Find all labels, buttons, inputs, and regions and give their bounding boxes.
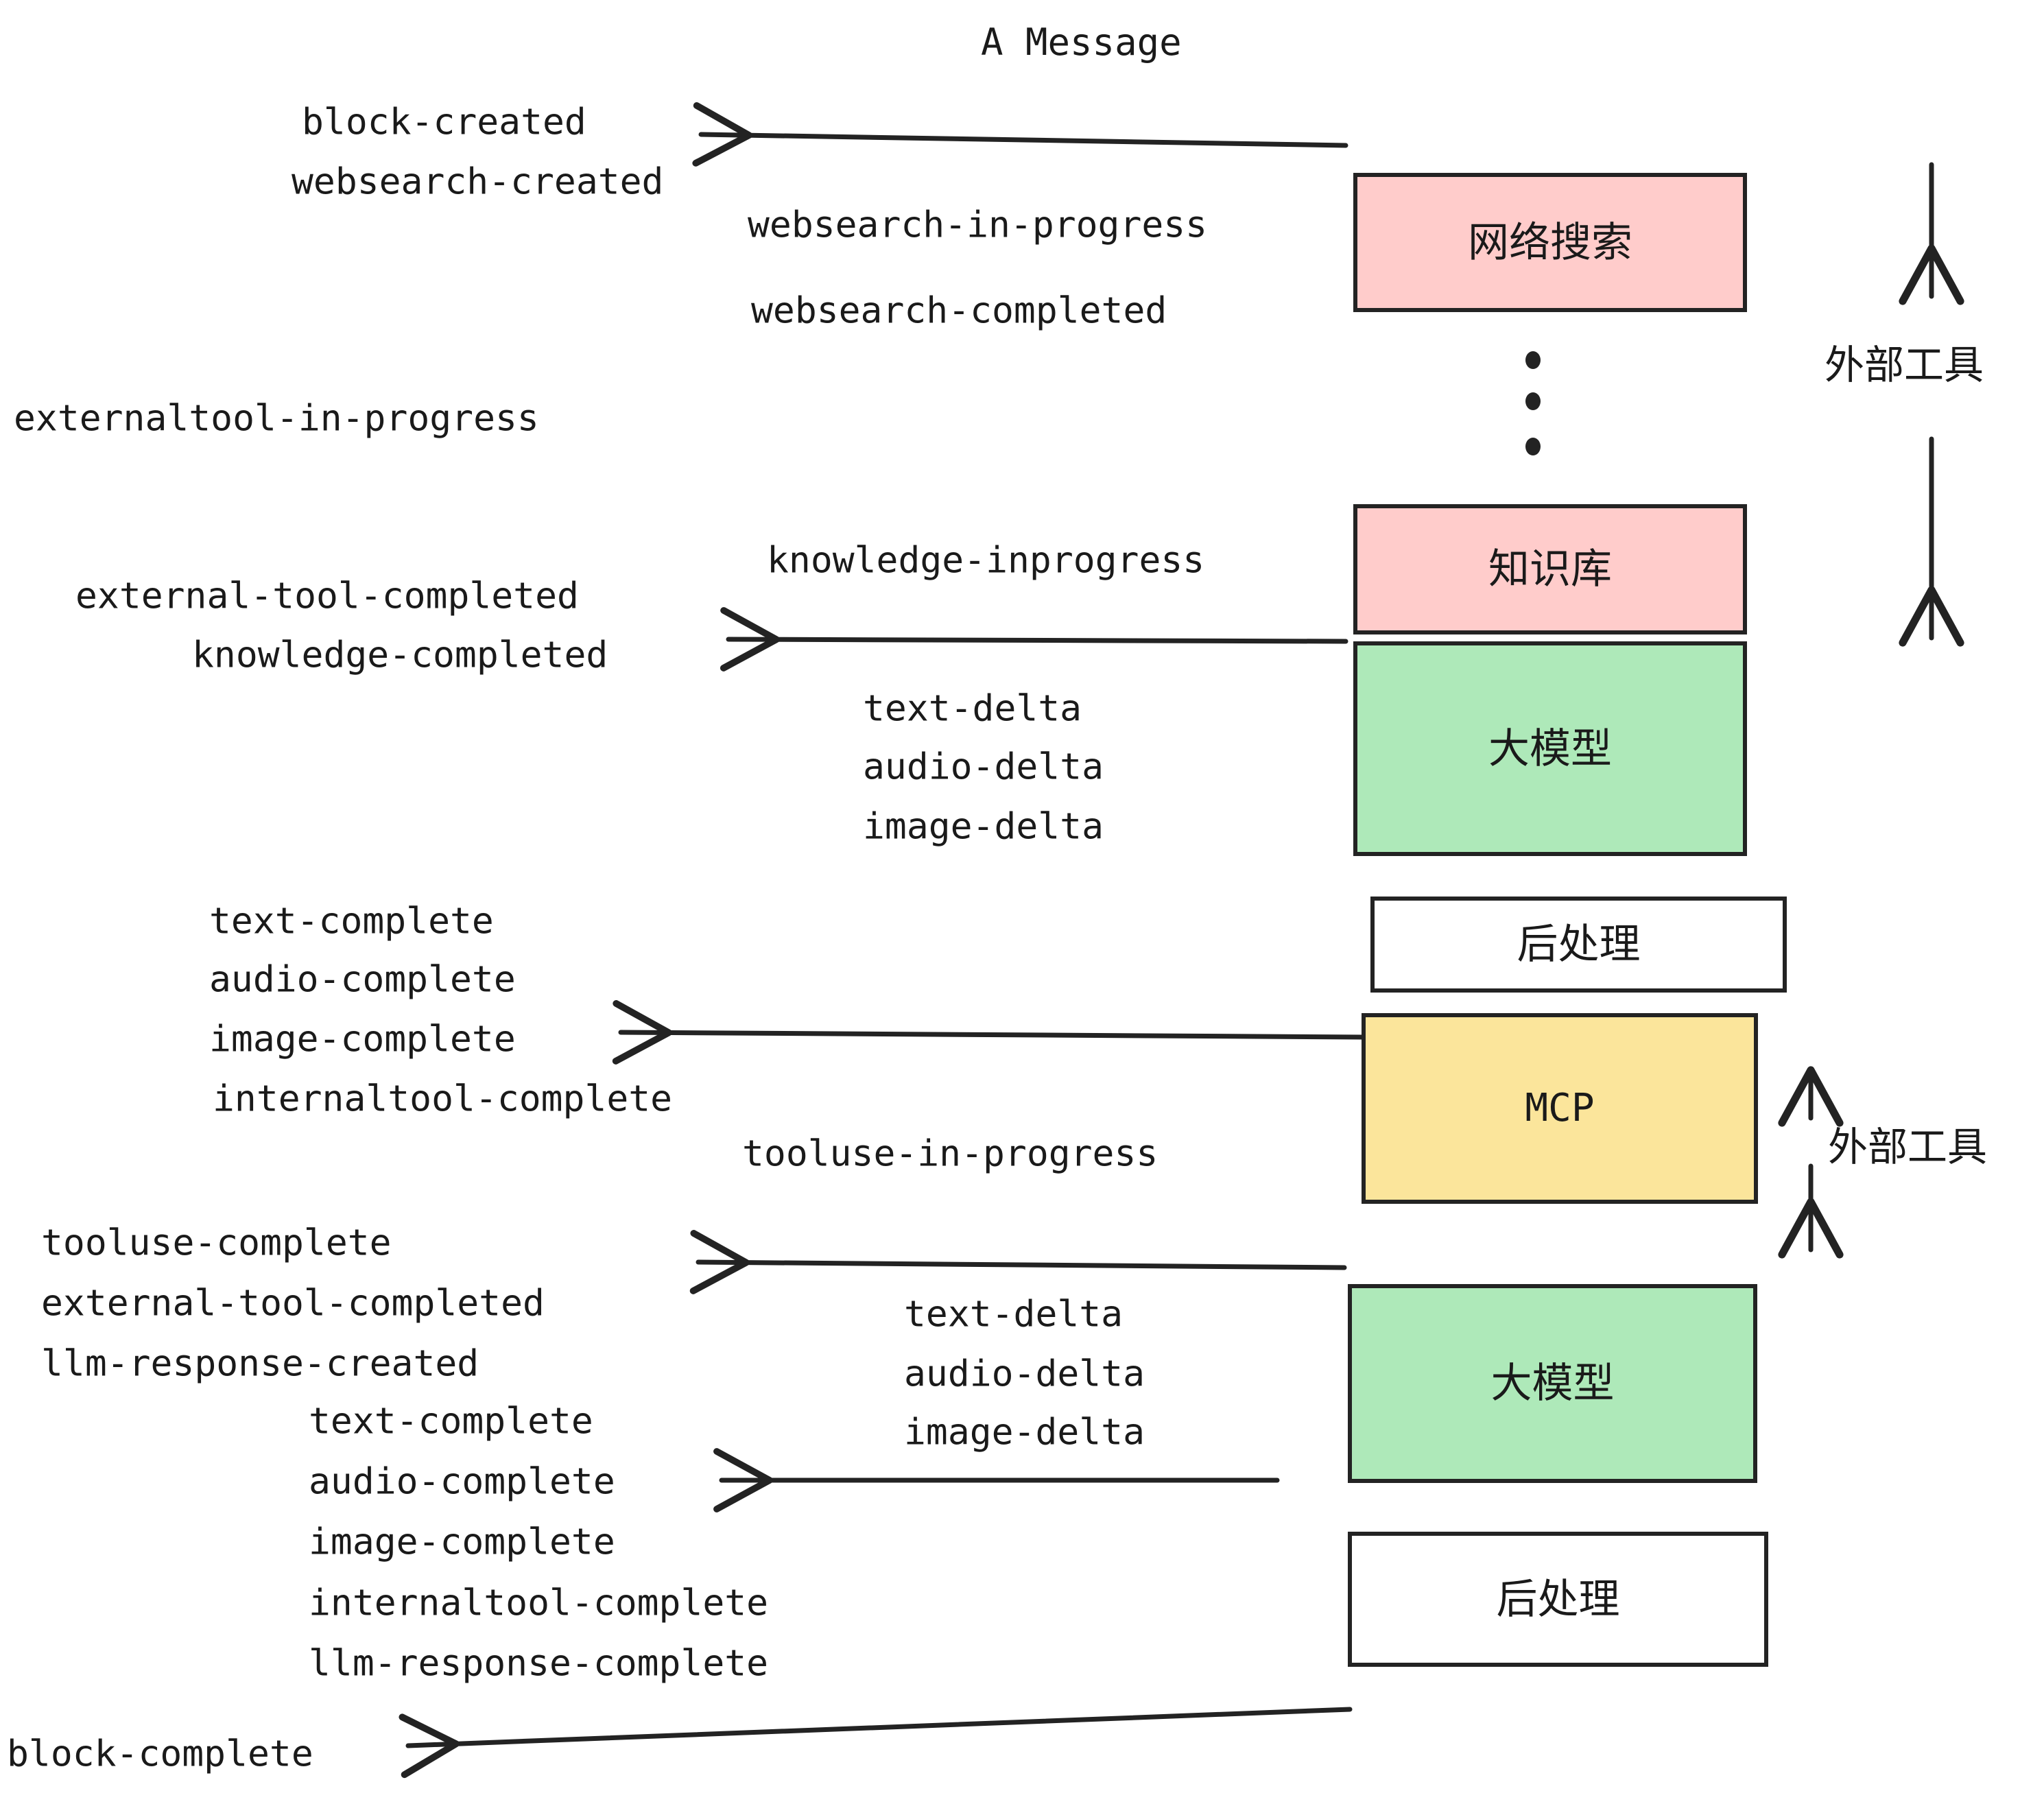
event-label-text-complete-2: text-complete — [309, 1400, 593, 1443]
event-label-websearch-in-progress: websearch-in-progress — [748, 204, 1208, 246]
ellipsis-dot-2 — [1525, 392, 1541, 410]
node-postprocess-2[interactable]: 后处理 — [1348, 1532, 1768, 1667]
event-label-websearch-created: websearch-created — [292, 161, 664, 203]
node-llm-2[interactable]: 大模型 — [1348, 1284, 1757, 1483]
node-websearch-label: 网络搜索 — [1468, 218, 1632, 267]
event-label-block-created: block-created — [302, 101, 586, 143]
event-label-external-tool-completed-1: external-tool-completed — [75, 575, 579, 617]
event-label-externaltool-in-progress: externaltool-in-progress — [14, 397, 539, 440]
node-mcp[interactable]: MCP — [1362, 1013, 1758, 1204]
event-label-knowledge-completed: knowledge-completed — [192, 634, 608, 676]
node-llm-1-label: 大模型 — [1488, 724, 1612, 773]
postprocess-done-arrow — [612, 1000, 1364, 1065]
knowledge-done-arrow — [720, 607, 1348, 672]
tooluse-done-arrow — [689, 1230, 1347, 1294]
external-tool-range-arrows — [1778, 162, 1964, 1259]
block-complete-arrow — [399, 1707, 1353, 1779]
event-label-text-delta-1: text-delta — [863, 687, 1082, 730]
event-label-audio-delta-1: audio-delta — [863, 746, 1104, 788]
ellipsis-dot-3 — [1525, 438, 1541, 455]
node-llm-2-label: 大模型 — [1490, 1360, 1615, 1408]
event-label-image-complete-1: image-complete — [209, 1018, 516, 1060]
event-label-block-complete: block-complete — [7, 1733, 313, 1775]
event-label-external-tool-completed-2: external-tool-completed — [41, 1282, 545, 1325]
event-label-internaltool-complete-1: internaltool-complete — [213, 1078, 673, 1120]
node-knowledge[interactable]: 知识库 — [1353, 504, 1747, 634]
event-label-audio-delta-2: audio-delta — [904, 1353, 1145, 1395]
ellipsis-dot-1 — [1525, 351, 1541, 369]
event-label-text-complete-1: text-complete — [209, 900, 494, 942]
event-label-audio-complete-2: audio-complete — [309, 1460, 615, 1503]
event-label-image-delta-1: image-delta — [863, 805, 1104, 848]
event-label-knowledge-inprogress: knowledge-inprogress — [767, 539, 1205, 582]
node-postprocess-2-label: 后处理 — [1496, 1575, 1620, 1624]
event-label-websearch-completed: websearch-completed — [751, 289, 1167, 332]
side-label-external-tool-bottom: 外部工具 — [1828, 1124, 1988, 1170]
event-label-text-delta-2: text-delta — [904, 1293, 1124, 1336]
event-label-llm-response-created: llm-response-created — [41, 1342, 479, 1385]
node-knowledge-label: 知识库 — [1488, 545, 1612, 593]
side-label-external-tool-top: 外部工具 — [1825, 342, 1984, 388]
event-label-audio-complete-1: audio-complete — [209, 958, 516, 1001]
node-postprocess-1[interactable]: 后处理 — [1370, 897, 1787, 993]
event-label-image-delta-2: image-delta — [904, 1411, 1145, 1453]
node-websearch[interactable]: 网络搜索 — [1353, 173, 1747, 312]
node-llm-1[interactable]: 大模型 — [1353, 641, 1747, 856]
block-created-arrow — [692, 102, 1348, 167]
event-arrows — [399, 102, 1364, 1779]
event-label-image-complete-2: image-complete — [309, 1521, 615, 1563]
event-label-tooluse-in-progress: tooluse-in-progress — [742, 1132, 1158, 1175]
node-postprocess-1-label: 后处理 — [1517, 921, 1641, 969]
event-label-internaltool-complete-2: internaltool-complete — [309, 1582, 769, 1624]
node-mcp-label: MCP — [1525, 1086, 1595, 1130]
page-title: A Message — [981, 21, 1182, 64]
event-label-llm-response-complete: llm-response-complete — [309, 1642, 769, 1685]
event-label-tooluse-complete: tooluse-complete — [41, 1222, 392, 1264]
